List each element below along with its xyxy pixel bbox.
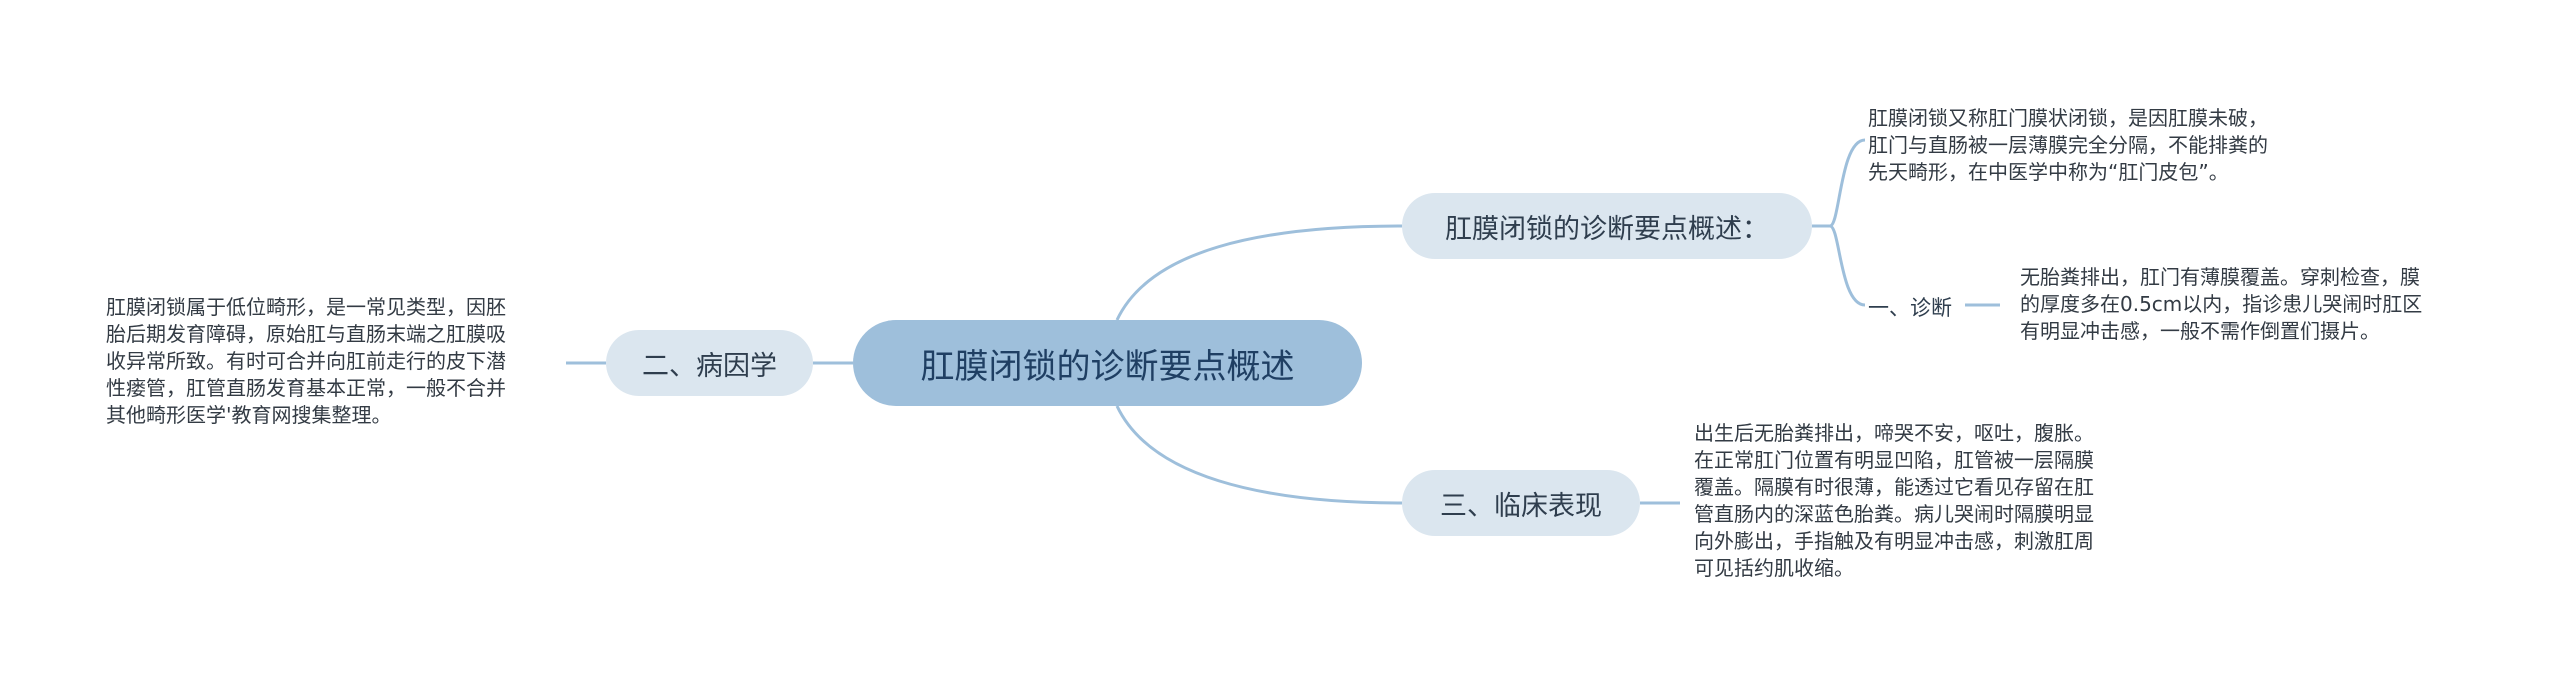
clinical-detail-text[interactable]: 出生后无胎粪排出，啼哭不安，呕吐，腹胀。 在正常肛门位置有明显凹陷，肛管被一层隔…	[1694, 421, 2094, 580]
link-root-diagnosis	[1115, 224, 1403, 321]
branch-etiology[interactable]: 二、病因学	[606, 330, 813, 396]
root-topic[interactable]: 肛膜闭锁的诊断要点概述	[853, 320, 1362, 406]
link-diagnosis-bracket	[1812, 138, 1866, 307]
diagnosis-detail-text[interactable]: 无胎粪排出，肛门有薄膜覆盖。穿刺检查，膜 的厚度多在0.5cm以内，指诊患儿哭闹…	[2020, 265, 2423, 343]
branch-clinical[interactable]: 三、临床表现	[1402, 470, 1640, 536]
link-root-clinical	[1115, 405, 1403, 505]
etiology-detail-text[interactable]: 肛膜闭锁属于低位畸形，是一常见类型，因胚 胎后期发育障碍，原始肛与直肠末端之肛膜…	[106, 295, 506, 427]
branch-diagnosis-overview[interactable]: 肛膜闭锁的诊断要点概述：	[1402, 193, 1812, 259]
sub-topic-diagnosis[interactable]: 一、诊断	[1868, 296, 1952, 320]
definition-text[interactable]: 肛膜闭锁又称肛门膜状闭锁，是因肛膜未破， 肛门与直肠被一层薄膜完全分隔，不能排粪…	[1868, 106, 2268, 184]
